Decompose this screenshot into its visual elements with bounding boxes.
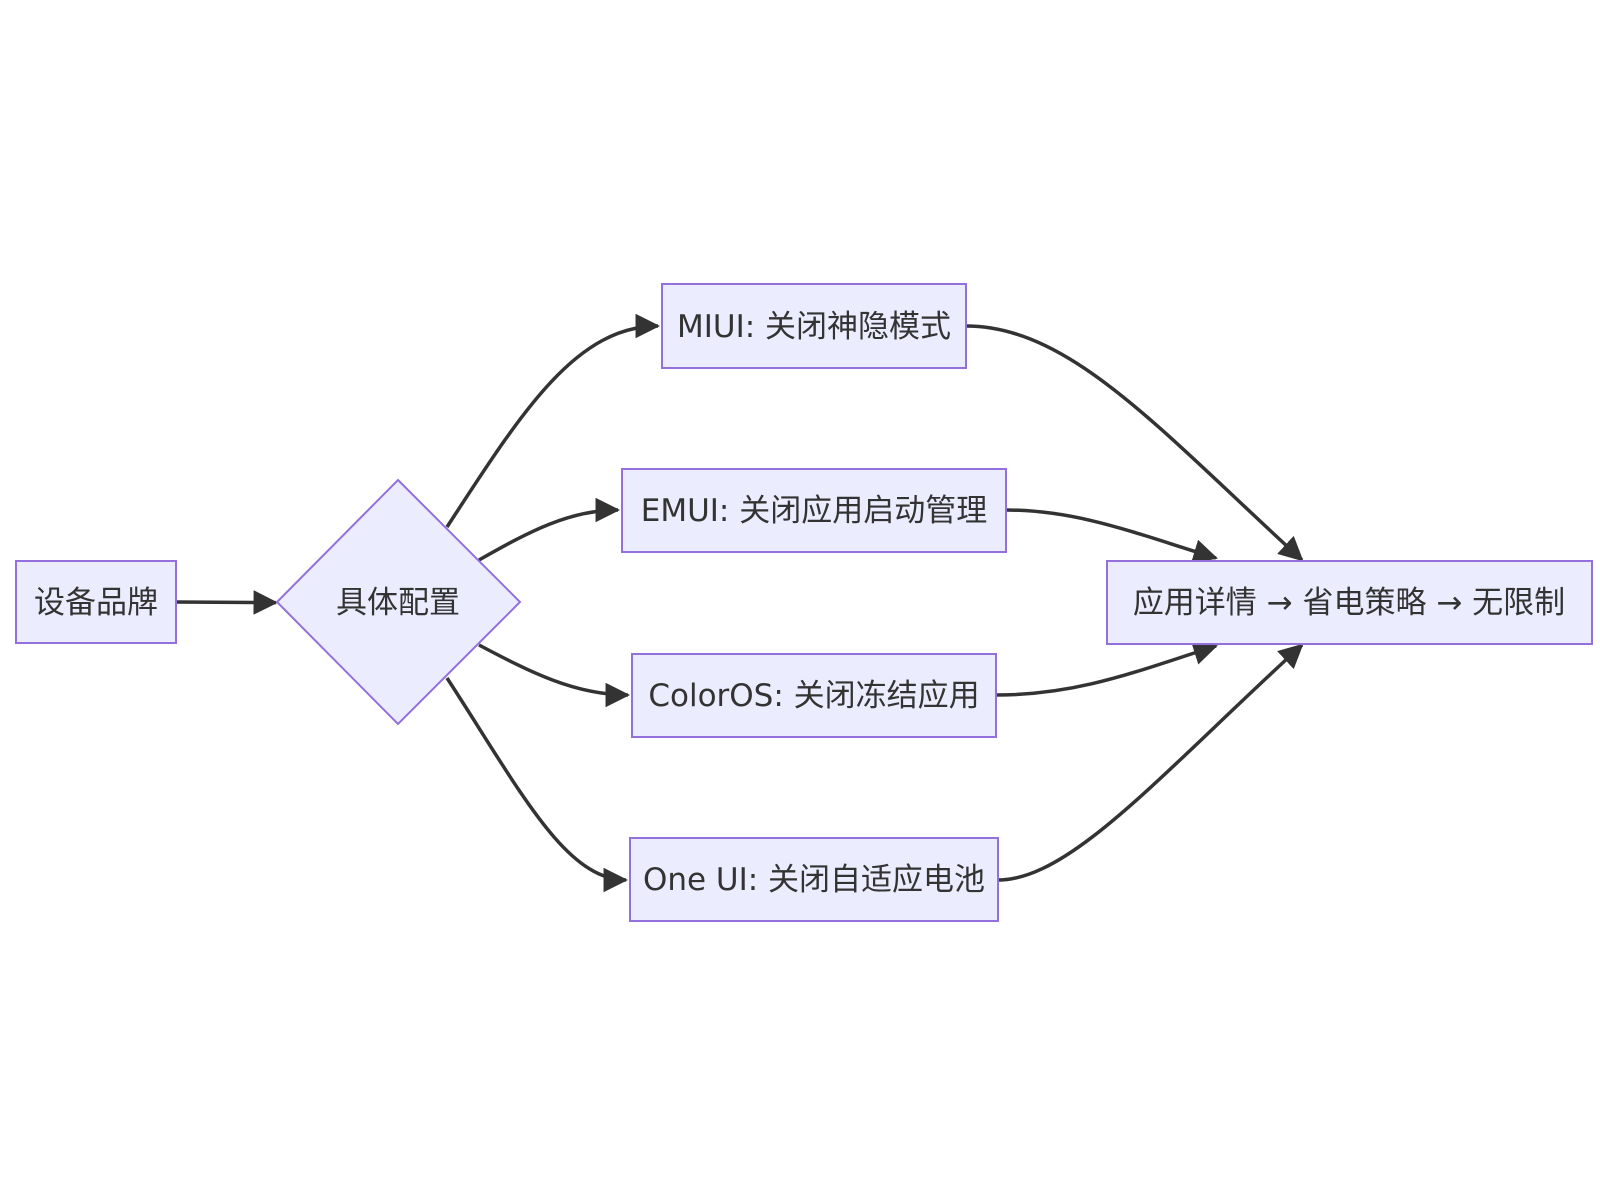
node-miui[interactable]: MIUI: 关闭神隐模式 [661, 283, 967, 369]
node-oneui-box [629, 837, 999, 922]
node-oneui-label: One UI: 关闭自适应电池 [643, 862, 985, 898]
node-result-box [1106, 560, 1593, 645]
node-coloros[interactable]: ColorOS: 关闭冻结应用 [631, 653, 997, 738]
edge-decision-to-emui [478, 497, 621, 562]
node-emui[interactable]: EMUI: 关闭应用启动管理 [621, 468, 1007, 553]
edge-oneui-to-result [997, 643, 1304, 882]
node-decision-label: 具体配置 [336, 585, 460, 621]
node-result-label: 应用详情 → 省电策略 → 无限制 [1133, 585, 1565, 621]
edge-emui-to-result [1005, 508, 1218, 564]
node-brand[interactable]: 设备品牌 [15, 560, 177, 644]
node-coloros-box [631, 653, 997, 738]
node-coloros-label: ColorOS: 关闭冻结应用 [648, 678, 979, 714]
edge-decision-to-oneui [445, 677, 629, 893]
edge-decision-to-coloros [478, 643, 631, 708]
node-emui-box [621, 468, 1007, 553]
edge-coloros-to-result [995, 641, 1218, 697]
nodes-group: 设备品牌 具体配置 MIUI: 关闭神隐模式 EMUI: 关闭应用启动管理 Co… [15, 283, 1593, 922]
node-brand-box [15, 560, 177, 644]
edge-brand-to-decision [175, 590, 279, 615]
edge-miui-to-result [965, 324, 1304, 562]
edges-group [175, 313, 1304, 893]
node-decision[interactable]: 具体配置 [275, 478, 522, 726]
node-result[interactable]: 应用详情 → 省电策略 → 无限制 [1106, 560, 1593, 645]
node-oneui[interactable]: One UI: 关闭自适应电池 [629, 837, 999, 922]
node-decision-diamond [275, 478, 522, 726]
node-miui-label: MIUI: 关闭神隐模式 [677, 309, 951, 345]
node-brand-label: 设备品牌 [34, 585, 158, 621]
node-miui-box [661, 283, 967, 369]
edge-decision-to-miui [445, 313, 661, 528]
node-emui-label: EMUI: 关闭应用启动管理 [641, 493, 987, 529]
